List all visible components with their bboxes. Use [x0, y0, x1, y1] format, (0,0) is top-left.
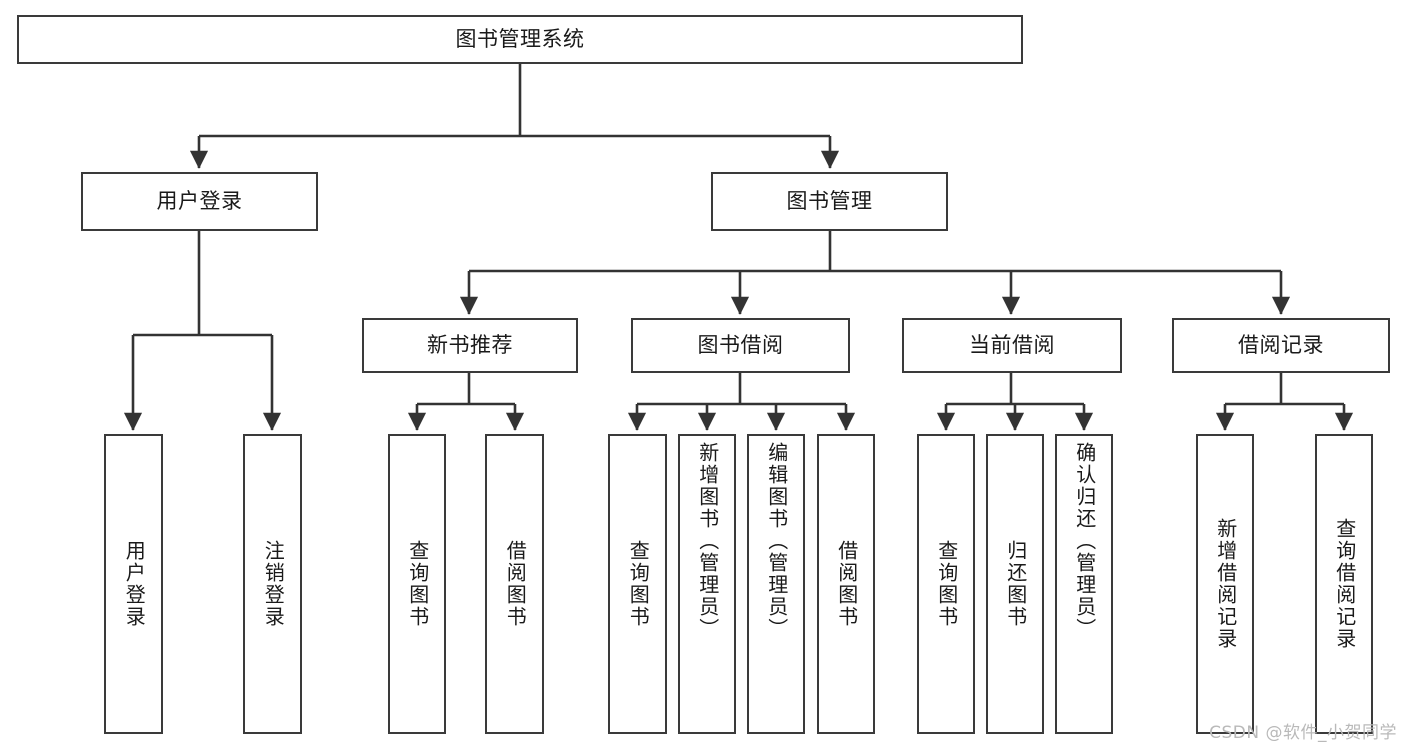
leaf-return-book-label: 归还图书 — [1003, 540, 1028, 628]
node-root-label: 图书管理系统 — [455, 26, 585, 51]
node-book-management[interactable]: 图书管理 — [711, 172, 948, 231]
node-root[interactable]: 图书管理系统 — [17, 15, 1023, 64]
leaf-borrow-book[interactable]: 借阅图书 — [817, 434, 875, 734]
leaf-query-book-current[interactable]: 查询图书 — [917, 434, 975, 734]
leaf-logout[interactable]: 注销登录 — [243, 434, 302, 734]
leaf-user-login[interactable]: 用户登录 — [104, 434, 163, 734]
leaf-add-book-admin[interactable]: 新增图书（管理员） — [678, 434, 736, 734]
leaf-query-borrow-record-label: 查询借阅记录 — [1332, 518, 1357, 650]
leaf-query-borrow-record[interactable]: 查询借阅记录 — [1315, 434, 1373, 734]
leaf-confirm-return-admin[interactable]: 确认归还（管理员） — [1055, 434, 1113, 734]
leaf-add-borrow-record-label: 新增借阅记录 — [1213, 518, 1238, 650]
leaf-add-book-admin-label: 新增图书（管理员） — [695, 442, 720, 640]
node-user-login[interactable]: 用户登录 — [81, 172, 318, 231]
leaf-borrow-book-label: 借阅图书 — [834, 540, 859, 628]
node-book-borrow[interactable]: 图书借阅 — [631, 318, 850, 373]
leaf-add-borrow-record[interactable]: 新增借阅记录 — [1196, 434, 1254, 734]
node-current-borrow-label: 当前借阅 — [969, 332, 1055, 357]
node-book-borrow-label: 图书借阅 — [697, 332, 784, 357]
node-new-book-recommend[interactable]: 新书推荐 — [362, 318, 578, 373]
csdn-watermark: CSDN @软件_小贺同学 — [1209, 723, 1397, 743]
leaf-edit-book-admin[interactable]: 编辑图书（管理员） — [747, 434, 805, 734]
leaf-query-book-new-label: 查询图书 — [405, 540, 430, 628]
node-user-login-label: 用户登录 — [156, 188, 243, 213]
leaf-user-login-label: 用户登录 — [122, 540, 147, 628]
leaf-logout-label: 注销登录 — [261, 540, 286, 628]
leaf-return-book[interactable]: 归还图书 — [986, 434, 1044, 734]
leaf-query-book-new[interactable]: 查询图书 — [388, 434, 446, 734]
node-borrow-records-label: 借阅记录 — [1238, 332, 1324, 357]
leaf-confirm-return-admin-label: 确认归还（管理员） — [1072, 442, 1097, 640]
leaf-borrow-book-new-label: 借阅图书 — [503, 540, 528, 628]
leaf-edit-book-admin-label: 编辑图书（管理员） — [764, 442, 789, 640]
node-current-borrow[interactable]: 当前借阅 — [902, 318, 1122, 373]
node-new-book-recommend-label: 新书推荐 — [427, 332, 513, 357]
leaf-query-book-current-label: 查询图书 — [934, 540, 959, 628]
leaf-borrow-book-new[interactable]: 借阅图书 — [485, 434, 544, 734]
leaf-query-book-borrow[interactable]: 查询图书 — [608, 434, 667, 734]
leaf-query-book-borrow-label: 查询图书 — [626, 540, 651, 628]
node-book-management-label: 图书管理 — [786, 188, 873, 213]
node-borrow-records[interactable]: 借阅记录 — [1172, 318, 1390, 373]
